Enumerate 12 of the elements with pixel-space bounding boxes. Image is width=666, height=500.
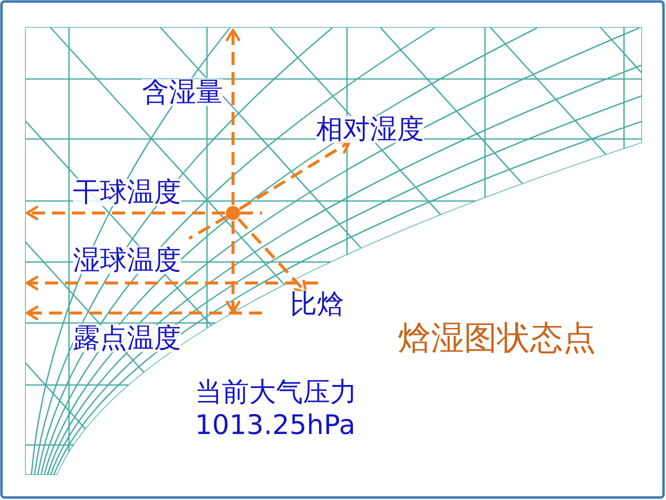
state-point-dot bbox=[226, 206, 240, 220]
quantity-label: 含湿量 bbox=[142, 79, 223, 106]
dashed-arrow bbox=[226, 28, 240, 205]
chart-title: 焓湿图状态点 bbox=[398, 321, 596, 354]
quantity-label: 干球温度 bbox=[73, 179, 181, 206]
dashed-arrow bbox=[26, 206, 225, 220]
dashed-arrow bbox=[239, 140, 351, 210]
dashed-arrow bbox=[226, 221, 240, 314]
quantity-label: 相对湿度 bbox=[316, 116, 424, 143]
quantity-label: 露点温度 bbox=[73, 325, 181, 352]
quantity-label: 比焓 bbox=[290, 291, 344, 318]
quantity-label: 湿球温度 bbox=[73, 247, 181, 274]
